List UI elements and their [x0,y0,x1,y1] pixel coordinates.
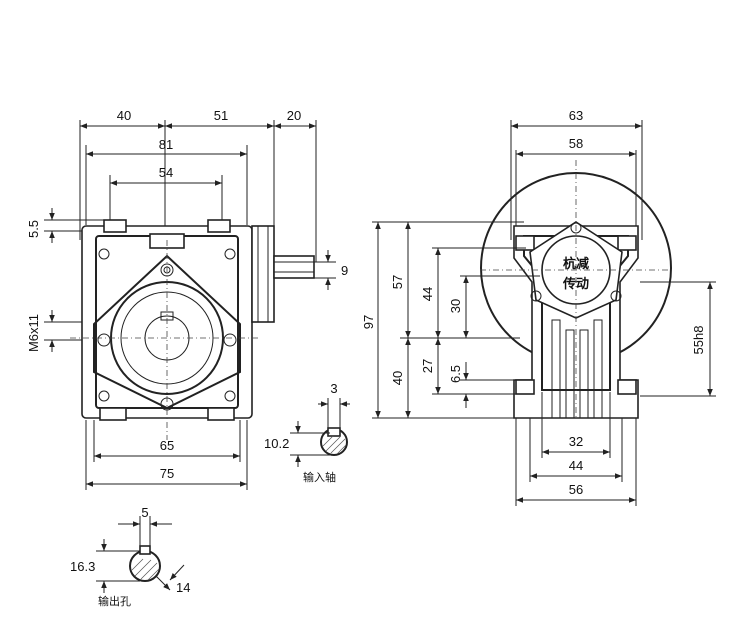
dim-30: 30 [448,299,463,313]
dim-5: 5 [141,505,148,520]
output-flange [93,254,241,410]
dim-5-5: 5.5 [26,220,41,238]
dim-97: 97 [361,315,376,329]
dim-27: 27 [420,359,435,373]
dim-54: 54 [159,165,173,180]
dim-14: 14 [176,580,190,595]
input-shaft [273,255,315,279]
dim-75: 75 [160,466,174,481]
dim-55h8: 55h8 [691,326,706,355]
side-view: 63 58 杭减 传动 97 [361,108,716,506]
dim-40-vertical: 40 [390,371,405,385]
output-bore-section: 5 16.3 14 输出孔 [70,505,190,608]
front-view: 40 51 20 81 54 5.5 M6x11 [26,108,348,490]
brand-text-line-2: 传动 [562,276,589,292]
dim-3: 3 [330,381,337,396]
dim-m6x11: M6x11 [26,314,41,352]
input-shaft-caption: 输入轴 [303,470,336,484]
dim-40: 40 [117,108,131,123]
dim-51: 51 [214,108,228,123]
dim-16-3: 16.3 [70,559,95,574]
dim-44-vertical: 44 [420,287,435,301]
input-shaft-section: 3 10.2 输入轴 [264,381,350,484]
dim-20: 20 [287,108,301,123]
dim-6-5: 6.5 [448,365,463,383]
dim-32: 32 [569,434,583,449]
dim-63: 63 [569,108,583,123]
input-shaft-housing [251,225,275,323]
dim-9: 9 [341,263,348,278]
dim-56: 56 [569,482,583,497]
dim-44-horizontal: 44 [569,458,583,473]
output-bore-caption: 输出孔 [98,594,131,608]
dim-58: 58 [569,136,583,151]
dim-57: 57 [390,275,405,289]
dim-81: 81 [159,137,173,152]
dim-65: 65 [160,438,174,453]
dim-10-2: 10.2 [264,436,289,451]
